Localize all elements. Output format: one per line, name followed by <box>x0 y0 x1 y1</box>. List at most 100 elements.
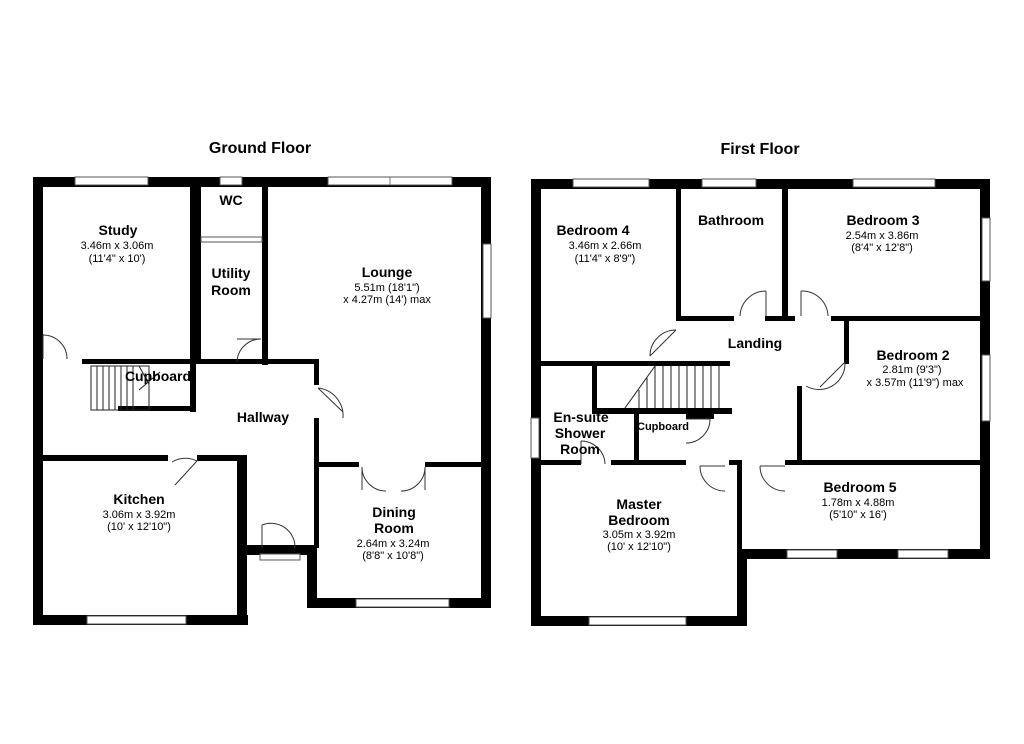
wall <box>118 406 196 411</box>
master-name-2: Bedroom <box>608 512 669 528</box>
window <box>530 417 540 459</box>
ensuite-name-1: En-suite <box>553 409 608 425</box>
first-floor-title: First Floor <box>720 141 799 158</box>
master-name-1: Master <box>616 496 662 512</box>
dining-name-1: Dining <box>372 504 416 520</box>
wall <box>237 455 247 625</box>
wall <box>765 316 795 321</box>
hallway-name: Hallway <box>237 409 289 425</box>
cupboard-ground-name: Cupboard <box>125 368 191 384</box>
ground-floor-plan: Ground Floor <box>33 140 492 625</box>
window <box>588 616 687 626</box>
door <box>739 290 767 317</box>
landing-name: Landing <box>728 335 782 351</box>
window <box>572 178 650 188</box>
wall <box>797 460 980 465</box>
stairs <box>624 365 720 409</box>
bedroom4-dim-2: (11'4" x 8'9") <box>575 253 636 265</box>
lounge-dim-2: x 4.27m (14') max <box>343 294 431 306</box>
utility-name-1: Utility <box>212 265 251 281</box>
wall <box>196 187 201 363</box>
master-dim-2: (10' x 12'10") <box>607 541 671 553</box>
kitchen-dim-2: (10' x 12'10") <box>107 521 171 533</box>
door <box>171 457 198 486</box>
wall <box>737 549 747 626</box>
dining-dim-1: 2.64m x 3.24m <box>357 538 430 550</box>
dining-dim-2: (8'8" x 10'8") <box>362 550 424 562</box>
bedroom2-dim-2: x 3.57m (11'9") max <box>867 377 964 389</box>
bedroom4-name: Bedroom 4 <box>556 222 629 238</box>
kitchen-name: Kitchen <box>113 491 164 507</box>
window <box>74 176 149 186</box>
wall <box>737 460 742 555</box>
wall <box>33 177 491 187</box>
door <box>236 338 262 363</box>
wall <box>190 187 196 412</box>
dining-name-2: Room <box>374 520 414 536</box>
wall <box>425 462 481 467</box>
wall <box>43 455 168 461</box>
wall <box>262 187 268 365</box>
window <box>786 549 838 559</box>
wall <box>531 179 541 626</box>
wall <box>541 361 730 366</box>
ensuite-name-2: Shower <box>555 425 606 441</box>
cupboard-first-name: Cupboard <box>637 421 689 433</box>
wall <box>531 179 990 189</box>
window <box>86 615 187 625</box>
door <box>759 465 786 492</box>
wall <box>82 359 314 364</box>
kitchen-dim-1: 3.06m x 3.92m <box>103 509 176 521</box>
bedroom5-dim-2: (5'10" x 16') <box>829 509 887 521</box>
bedroom4-dim-1: 3.46m x 2.66m <box>569 240 642 252</box>
bedroom5-name: Bedroom 5 <box>823 479 896 495</box>
door <box>42 334 68 360</box>
door <box>361 466 387 492</box>
window <box>701 178 757 188</box>
wall <box>33 177 43 625</box>
wall <box>307 545 317 607</box>
window <box>981 354 991 422</box>
wall <box>592 366 597 410</box>
stairs <box>90 365 161 411</box>
bedroom3-name: Bedroom 3 <box>846 212 919 228</box>
wall <box>729 460 739 465</box>
wall <box>782 189 788 321</box>
first-floor-plan: First Floor <box>530 141 991 626</box>
door <box>400 466 426 492</box>
wall <box>737 549 990 559</box>
study-dim-2: (11'4" x 10') <box>89 253 146 265</box>
door <box>317 387 344 419</box>
window <box>981 217 991 282</box>
wall <box>785 460 800 465</box>
wall <box>831 316 980 321</box>
wall <box>676 189 681 321</box>
wall <box>197 455 244 461</box>
bedroom5-dim-1: 1.78m x 4.88m <box>822 497 895 509</box>
bathroom-name: Bathroom <box>698 212 764 228</box>
bedroom3-dim-1: 2.54m x 3.86m <box>846 230 919 242</box>
wall <box>541 460 581 465</box>
door <box>685 418 711 444</box>
wall <box>797 386 802 463</box>
ensuite-name-3: Room <box>560 441 600 457</box>
door <box>649 329 677 357</box>
wall <box>237 545 307 555</box>
study-name: Study <box>99 222 138 238</box>
wall <box>314 418 319 548</box>
wall <box>686 414 714 419</box>
lounge-name: Lounge <box>362 264 413 280</box>
window <box>482 243 492 319</box>
wall <box>611 460 686 465</box>
wall <box>314 359 319 385</box>
door <box>699 465 726 492</box>
wall <box>592 408 732 414</box>
master-dim-1: 3.05m x 3.92m <box>603 529 676 541</box>
bedroom3-dim-2: (8'4" x 12'8") <box>851 242 913 254</box>
bedroom2-name: Bedroom 2 <box>876 347 949 363</box>
wc-name: WC <box>219 192 242 208</box>
wall <box>481 177 491 607</box>
wall <box>676 316 734 321</box>
window <box>852 178 936 188</box>
door <box>261 522 296 549</box>
